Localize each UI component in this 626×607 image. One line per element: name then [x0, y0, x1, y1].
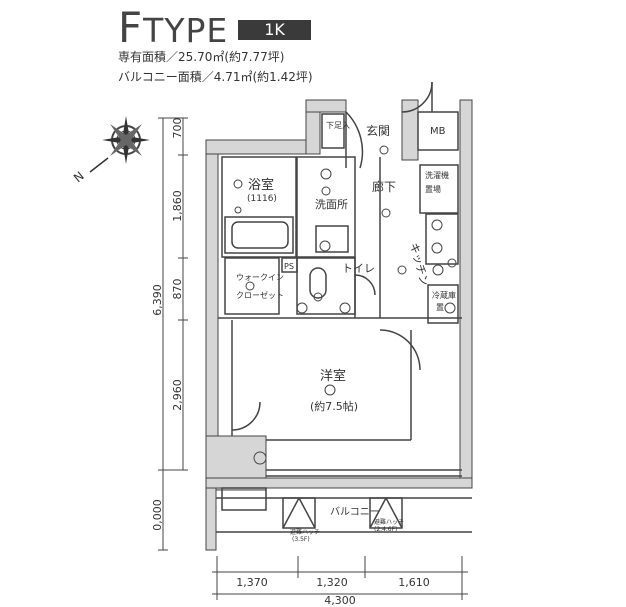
dim-0000: 0,000 — [151, 499, 164, 531]
plan-title: FTYPE 1K — [118, 3, 311, 52]
label-entrance: 玄関 — [366, 123, 390, 138]
dim-1860: 1,860 — [171, 190, 184, 222]
label-balcony: バルコニー — [330, 506, 380, 518]
label-ps: PS — [284, 262, 294, 271]
dim-2960: 2,960 — [171, 379, 184, 411]
dim-4300: 4,300 — [324, 594, 356, 607]
label-fridge-1: 冷蔵庫 — [432, 290, 456, 300]
label-washer-2: 置場 — [425, 184, 441, 194]
label-hatch-2b: (2.4.6F) — [374, 526, 397, 533]
compass-icon — [89, 116, 150, 173]
label-bath: 浴室 — [248, 177, 274, 193]
balcony-area: バルコニー面積／4.71㎡(約1.42坪) — [118, 70, 313, 84]
dim-6390: 6,390 — [151, 284, 164, 316]
dim-870: 870 — [171, 279, 184, 300]
layout-badge: 1K — [238, 19, 311, 40]
label-bath-size: (1116) — [247, 194, 277, 204]
partitions — [216, 81, 472, 533]
label-washer-1: 洗濯機 — [425, 170, 449, 180]
label-fridge-2: 置 — [436, 303, 444, 312]
label-main-size: (約7.5帖) — [310, 399, 358, 413]
label-hatch-1: 避難ハッチ — [290, 528, 320, 536]
bottom-dimensions — [212, 556, 468, 600]
label-hatch-1b: (3.5F) — [292, 536, 310, 543]
label-hall: 廊下 — [372, 179, 396, 194]
north-label: N — [71, 169, 87, 185]
left-dimensions — [158, 117, 188, 551]
dim-1320: 1,320 — [316, 576, 348, 589]
type-name: FTYPE — [118, 3, 229, 52]
dim-1370: 1,370 — [236, 576, 268, 589]
room-labels: 浴室 (1116) 洗面所 トイレ ウォークイン クローゼット 洋室 (約7.5… — [236, 121, 456, 543]
walls — [205, 99, 473, 551]
label-closet-2: クローゼット — [236, 290, 284, 300]
label-mb: MB — [430, 126, 446, 137]
exclusive-area: 専有面積／25.70㎡(約7.77坪) — [118, 50, 285, 64]
label-shoes: 下足入 — [326, 121, 350, 130]
label-closet-1: ウォークイン — [236, 273, 284, 282]
fixtures — [233, 145, 457, 465]
label-washroom: 洗面所 — [315, 198, 348, 211]
dim-1610: 1,610 — [398, 576, 430, 589]
dim-700: 700 — [171, 118, 184, 139]
label-main: 洋室 — [320, 368, 346, 384]
label-toilet: トイレ — [342, 262, 375, 275]
label-hatch-2: 避難ハッチ — [374, 518, 404, 526]
